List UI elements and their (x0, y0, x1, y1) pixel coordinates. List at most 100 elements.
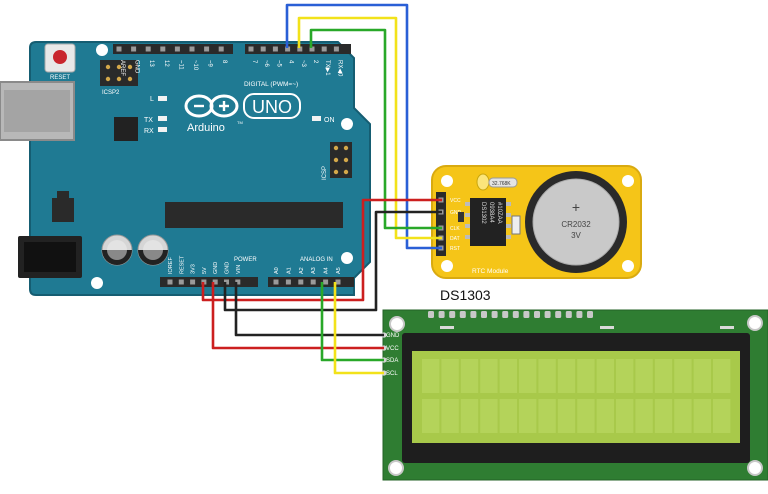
power-pin-label: RESET (179, 255, 185, 274)
header-pin (131, 46, 137, 52)
header-pin (321, 46, 327, 52)
top-pin-label: ~9 (207, 60, 213, 68)
lcd-char-cell (674, 359, 692, 393)
battery-plus: + (572, 199, 580, 215)
chip-text-line: #10ZAA (496, 202, 502, 224)
lcd-char-cell (499, 399, 517, 433)
tx-led (158, 116, 167, 121)
tx-label: TX (144, 117, 153, 124)
lcd-char-cell (674, 399, 692, 433)
capacitor-right (137, 234, 169, 266)
lcd-char-cell (577, 359, 595, 393)
wires (201, 3, 442, 375)
lcd-pad (428, 311, 434, 318)
rx-led (158, 127, 167, 132)
top-pin-label: 4 (288, 60, 294, 64)
top-pin-label: 13 (148, 60, 154, 67)
lcd-char-cell (422, 359, 440, 393)
header-pin (145, 46, 151, 52)
lcd-pad (470, 311, 477, 318)
lcd-pad-mark (600, 326, 614, 329)
lcd-char-cell (460, 359, 479, 393)
model-label: UNO (252, 97, 292, 117)
lcd-char-cell (422, 399, 440, 433)
lcd-char-cell (480, 359, 498, 393)
header-pin (272, 46, 278, 52)
header-pin (190, 279, 196, 285)
mount-hole (388, 460, 404, 476)
wire-red-5v-rtc-vcc (201, 198, 442, 302)
arduino-logo-icon (184, 94, 239, 118)
lcd-pin-label: SDA (386, 358, 398, 364)
smd-component (511, 215, 521, 235)
icsp2-label: ICSP2 (102, 90, 120, 96)
lcd-pad (555, 311, 562, 318)
lcd-char-cell (635, 359, 653, 393)
top-pin-label: RX◀0 (336, 60, 342, 77)
header-pin (178, 279, 184, 285)
analog-pin-label: A4 (324, 267, 330, 274)
usb-connector-inner (4, 90, 70, 132)
rx-label: RX (144, 128, 154, 135)
chip-leg (506, 202, 511, 206)
lcd-char-cell (480, 399, 498, 433)
reset-button[interactable] (44, 43, 76, 73)
power-header (160, 277, 258, 287)
power-pin-label: GND (213, 262, 219, 274)
uno-badge (243, 93, 301, 119)
lcd-pin-label: SCL (386, 371, 398, 377)
lcd-pad (576, 311, 583, 318)
mount-hole (441, 260, 453, 272)
top-pin-label: 2 (312, 60, 318, 64)
analog-pin-label: A5 (336, 267, 342, 274)
lcd-char-cell (616, 359, 634, 393)
rtc-module-label: RTC Module (472, 268, 509, 275)
lcd-pin-label: VCC (386, 346, 399, 352)
header-pin (160, 46, 166, 52)
ds1302-chip (470, 198, 506, 246)
lcd-char-cell (577, 399, 595, 433)
power-pin-label: IOREF (168, 257, 174, 274)
arduino-pcb (29, 41, 371, 296)
mount-hole (441, 175, 453, 187)
lcd-pad (565, 311, 572, 318)
arduino-board: RESET ICSP2 ICSP UNO Arduino TM (0, 41, 371, 296)
wire-yellow-a5-lcd-scl (333, 282, 384, 375)
digital-label: DIGITAL (PWM=~) (244, 81, 298, 88)
top-pin-label: 7 (251, 60, 257, 64)
mount-hole (389, 316, 405, 332)
lcd-char-cell (596, 399, 614, 433)
rtc-title: DS1303 (440, 287, 491, 303)
power-pin-label: 5V (202, 267, 208, 274)
top-pin-label: AREF (119, 60, 125, 76)
header-pin (333, 46, 339, 52)
lcd-character-grid (422, 359, 731, 433)
header-pin (174, 46, 180, 52)
header-pin (273, 279, 279, 285)
lcd-char-cell (693, 359, 711, 393)
wire-yellow-d3-dat (297, 16, 442, 240)
lcd-pad-mark (720, 326, 734, 329)
icsp-header (330, 142, 352, 178)
lcd-char-cell (616, 399, 634, 433)
regulator-tab (57, 191, 69, 199)
header-pin (116, 46, 122, 52)
l-label: L (150, 96, 154, 103)
header-pin (218, 46, 224, 52)
icsp2-header (100, 60, 138, 86)
wire-green-a4-lcd-sda (320, 282, 384, 362)
lcd-char-cell (441, 399, 459, 433)
battery-icon (525, 171, 627, 273)
analog-pin-label: A3 (311, 267, 317, 274)
header-pin (167, 279, 173, 285)
lcd-char-cell (596, 359, 614, 393)
top-pin-label: GND (134, 60, 140, 74)
usb-chip (114, 117, 138, 141)
header-pin (285, 279, 291, 285)
lcd-pad (544, 311, 551, 318)
lcd-pad-mark (440, 326, 454, 329)
